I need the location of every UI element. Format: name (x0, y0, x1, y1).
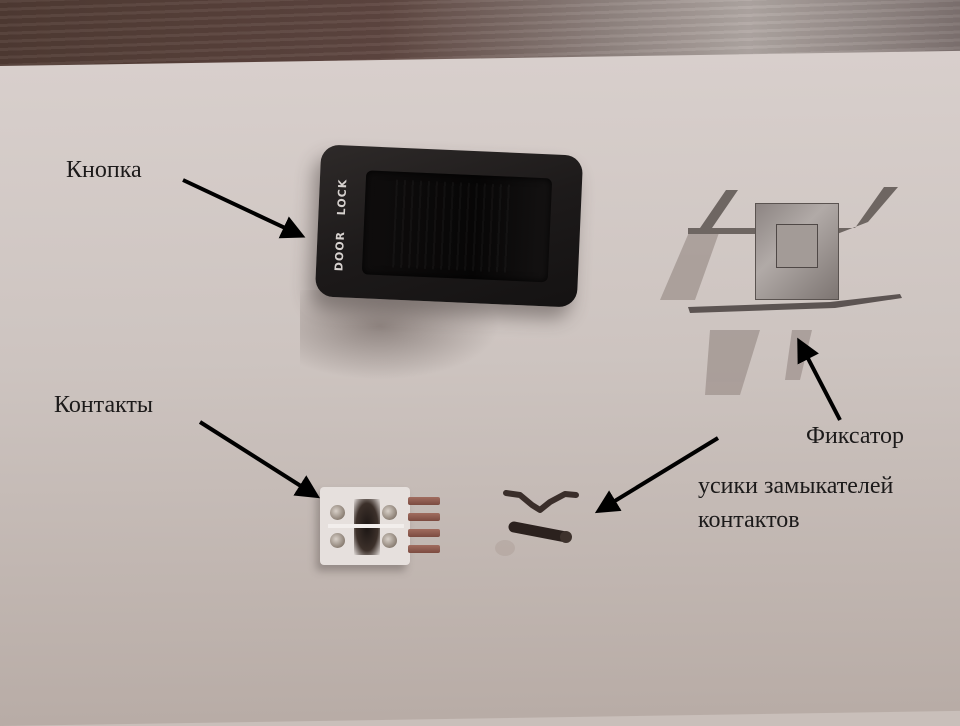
label-closer-tabs-line1: усики замыкателей (698, 473, 894, 499)
contacts-block (320, 487, 440, 565)
arrow-to-button (182, 178, 306, 239)
arrow-to-closer-tabs (594, 436, 720, 514)
rivet (382, 533, 397, 548)
rivet (330, 533, 345, 548)
copper-pin (408, 529, 440, 537)
switch-shadow (300, 290, 500, 380)
copper-pin (408, 545, 440, 553)
closer-tab-bent (503, 490, 579, 513)
label-button: Кнопка (66, 157, 142, 183)
label-contacts: Контакты (54, 392, 154, 418)
rivet (330, 505, 345, 520)
rivet (382, 505, 397, 520)
retainer-clip (755, 203, 839, 300)
contacts-divider (328, 524, 404, 528)
label-closer-tabs-line2: контактов (698, 507, 800, 533)
closer-tab-straight (495, 521, 572, 556)
copper-pin (408, 497, 440, 505)
copper-pin (408, 513, 440, 521)
arrow-to-retainer (797, 337, 842, 421)
arrow-to-contacts (198, 420, 321, 499)
retainer-clip-window (776, 224, 818, 268)
label-retainer: Фиксатор (806, 423, 905, 449)
